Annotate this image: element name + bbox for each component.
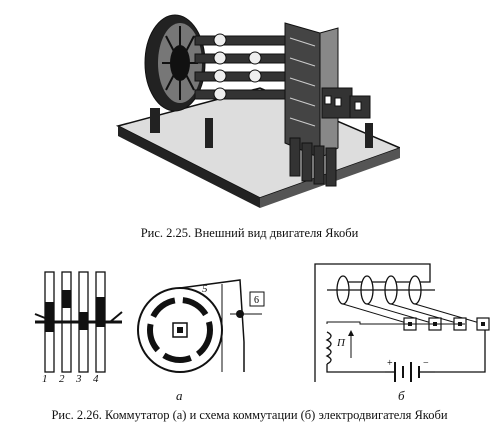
jacobi-engine-illustration (115, 14, 400, 208)
commutator-number-4: 4 (93, 373, 99, 385)
panel-b-label: б (398, 388, 405, 403)
figure-225-caption: Рис. 2.25. Внешний вид двигателя Якоби (140, 226, 359, 240)
commutator-number-2: 2 (59, 373, 65, 385)
commutation-scheme-diagram: П + − (314, 263, 490, 382)
commutator-diagram: 1 2 3 4 5 6 (34, 271, 265, 385)
coil-label: П (336, 337, 346, 349)
wheel-label-6: 6 (254, 295, 259, 306)
commutator-number-3: 3 (75, 373, 82, 385)
svg-text:−: − (423, 358, 429, 369)
panel-a-label: а (176, 388, 183, 403)
commutator-number-1: 1 (42, 373, 48, 385)
wheel-label-5: 5 (202, 283, 208, 295)
figure-226-caption: Рис. 2.26. Коммутатор (а) и схема коммут… (51, 408, 448, 422)
svg-text:+: + (387, 358, 393, 369)
